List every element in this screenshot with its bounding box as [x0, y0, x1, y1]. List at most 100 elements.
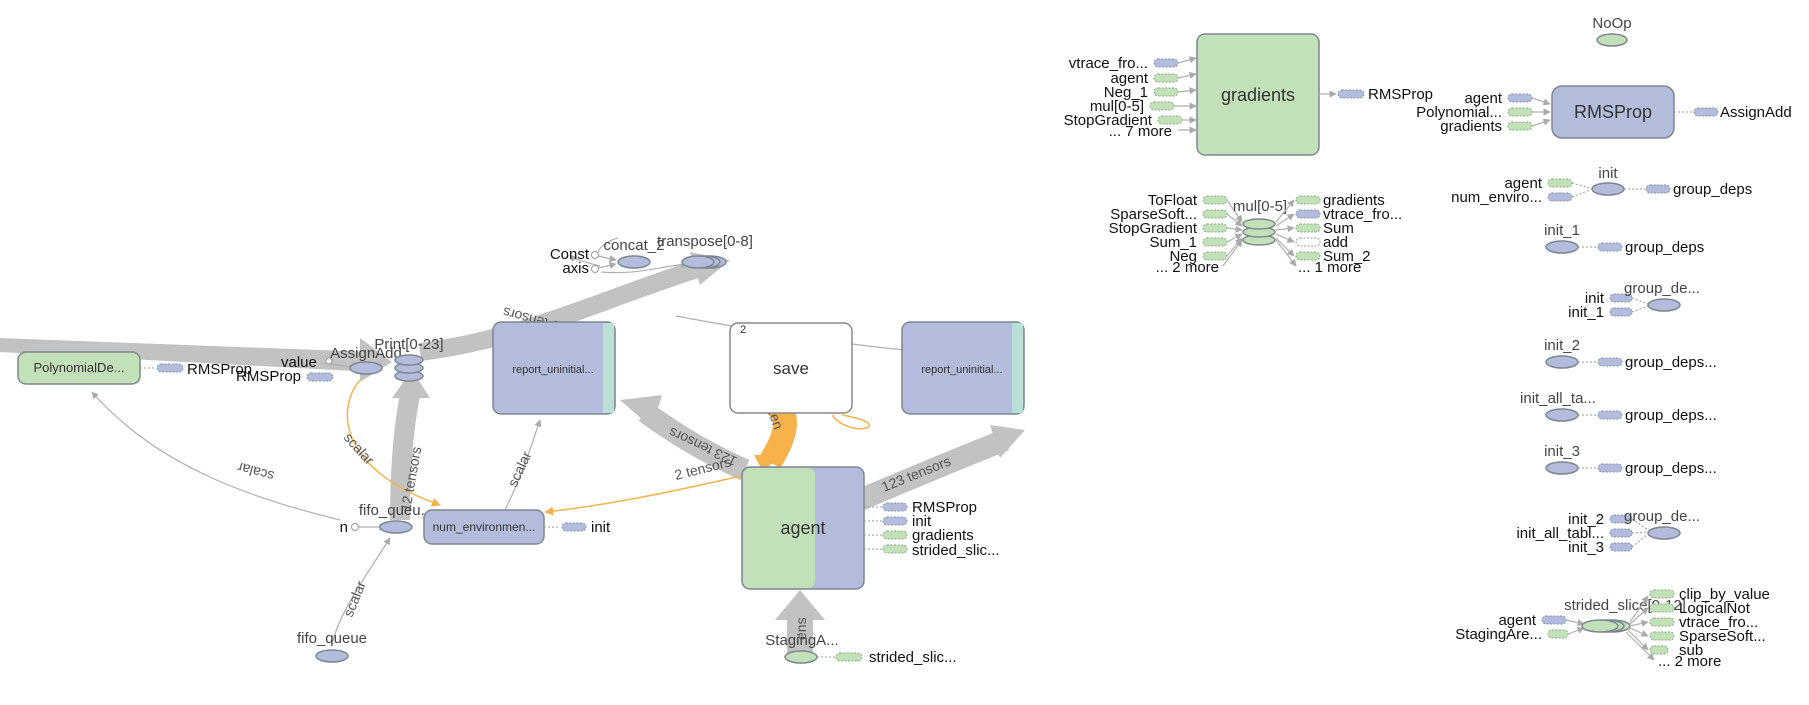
svg-text:ToFloat: ToFloat [1148, 192, 1198, 209]
node-report2-label: report_uninitial... [921, 364, 1002, 376]
svg-text:Sum: Sum [1323, 220, 1354, 237]
svg-text:init_3: init_3 [1568, 539, 1604, 556]
edge-label-scalar-report: scalar [504, 448, 534, 489]
node-group-de1[interactable]: group_de... [1624, 280, 1700, 312]
edge-label-scalar-fifo: scalar [340, 578, 369, 619]
svg-text:agent: agent [1110, 70, 1148, 87]
node-assignadd-label: AssignAdd [330, 345, 402, 362]
svg-text:StopGradient: StopGradient [1064, 112, 1153, 129]
svg-text:Neg_1: Neg_1 [1104, 84, 1148, 101]
edge-label-scalar-left: scalar [235, 459, 276, 484]
node-assignadd[interactable]: AssignAdd [330, 345, 402, 375]
svg-text:gradients: gradients [1323, 192, 1385, 209]
svg-text:... 2 more: ... 2 more [1658, 653, 1721, 670]
node-init-1[interactable]: init_1 [1544, 222, 1580, 254]
strided-inputs: agent StagingAre... [1455, 612, 1585, 643]
axis-label: axis [562, 260, 589, 277]
svg-text:strided_slic...: strided_slic... [912, 542, 1000, 559]
node-staging-label: StagingA... [765, 632, 838, 649]
mul-inputs: ToFloat SparseSoft... StopGradient Sum_1… [1109, 192, 1243, 276]
node-rmsprop[interactable]: RMSProp [1551, 85, 1675, 139]
node-strided[interactable]: strided_slice[0-12] [1564, 597, 1686, 633]
node-rmsprop-label: RMSProp [1574, 102, 1652, 122]
node-print[interactable]: Print[0-23] [374, 336, 444, 382]
node-init-3-label: init_3 [1544, 443, 1580, 460]
svg-text:RMSProp: RMSProp [912, 499, 977, 516]
init-2-output-label: group_deps... [1625, 354, 1717, 371]
agent-outputs: RMSProp init gradients strided_slic... [864, 499, 1000, 559]
n-label: n [340, 519, 348, 536]
group-de2-inputs: init_2 init_all_tabl... init_3 [1516, 511, 1649, 556]
node-init-2-label: init_2 [1544, 337, 1580, 354]
node-save-mark: 2 [740, 324, 746, 336]
node-noop[interactable]: NoOp [1592, 15, 1632, 47]
node-agent-label: agent [780, 518, 825, 538]
node-save[interactable]: 2 save [729, 322, 853, 414]
svg-text:vtrace_fro...: vtrace_fro... [1323, 206, 1402, 223]
node-num-env[interactable]: num_environmen... [423, 509, 545, 545]
node-report2[interactable]: report_uninitial... [901, 321, 1025, 415]
rmsprop-output-label: AssignAdd [1720, 104, 1792, 121]
svg-text:Neg: Neg [1169, 248, 1197, 265]
svg-text:init_1: init_1 [1568, 304, 1604, 321]
svg-text:StopGradient: StopGradient [1109, 220, 1198, 237]
value-const-dot [325, 357, 333, 365]
svg-text:agent: agent [1498, 612, 1536, 629]
init-group: agent num_enviro... [1451, 175, 1591, 206]
node-num-env-label: num_environmen... [433, 520, 536, 534]
node-fifo-queue-bottom-label: fifo_queue [297, 630, 367, 647]
svg-text:Polynomial...: Polynomial... [1416, 104, 1502, 121]
node-init[interactable]: init [1591, 165, 1625, 196]
mul-outputs: gradients vtrace_fro... Sum add Sum_2 ..… [1275, 192, 1402, 276]
edge-label-scalar-assign: scalar [341, 429, 378, 468]
node-concat[interactable]: concat_2 [604, 237, 665, 269]
node-group-de2-label: group_de... [1624, 508, 1700, 525]
rmsprop-inputs: agent Polynomial... gradients [1416, 90, 1551, 135]
node-report1[interactable]: report_uninitial... [492, 321, 616, 415]
svg-text:init_2: init_2 [1568, 511, 1604, 528]
node-polynomial[interactable]: PolynomialDe... [17, 351, 141, 385]
node-fifo-queue-top[interactable]: fifo_queu... [359, 502, 433, 534]
node-staging[interactable]: StagingA... [765, 632, 839, 664]
node-fifo-queue-top-label: fifo_queu... [359, 502, 433, 519]
node-init-all[interactable]: init_all_ta... [1520, 390, 1596, 422]
svg-text:agent: agent [1504, 175, 1542, 192]
rmsprop-in-label: RMSProp [236, 368, 301, 385]
init-all-output-label: group_deps... [1625, 407, 1717, 424]
node-init-3[interactable]: init_3 [1544, 443, 1580, 475]
svg-text:init: init [912, 513, 932, 530]
node-noop-label: NoOp [1592, 15, 1631, 32]
node-fifo-queue-bottom[interactable]: fifo_queue [297, 630, 367, 663]
svg-text:SparseSoft...: SparseSoft... [1679, 628, 1766, 645]
thin-edges [91, 237, 906, 645]
svg-text:SparseSoft...: SparseSoft... [1110, 206, 1197, 223]
svg-text:gradients: gradients [912, 527, 974, 544]
staging-out-label: strided_slic... [869, 649, 957, 666]
svg-text:init: init [1585, 290, 1605, 307]
svg-text:vtrace_fro...: vtrace_fro... [1679, 614, 1758, 631]
svg-text:agent: agent [1464, 90, 1502, 107]
svg-text:StagingAre...: StagingAre... [1455, 626, 1542, 643]
init-3-output-label: group_deps... [1625, 460, 1717, 477]
num-env-out-label: init [591, 519, 611, 536]
node-gradients-label: gradients [1221, 85, 1295, 105]
stub-rmsprop-in [306, 372, 334, 382]
node-agent[interactable]: agent [741, 466, 865, 590]
thick-edges [0, 252, 1025, 655]
svg-text:Sum_2: Sum_2 [1323, 248, 1371, 265]
svg-text:add: add [1323, 234, 1348, 251]
node-group-de1-label: group_de... [1624, 280, 1700, 297]
node-save-label: save [773, 359, 809, 378]
node-init-2[interactable]: init_2 [1544, 337, 1580, 369]
const-label: Const [550, 246, 590, 263]
node-gradients[interactable]: gradients [1196, 33, 1320, 156]
node-init-label: init [1598, 165, 1618, 182]
svg-text:clip_by_value: clip_by_value [1679, 586, 1770, 603]
node-print-label: Print[0-23] [374, 336, 443, 353]
svg-text:vtrace_fro...: vtrace_fro... [1069, 55, 1148, 72]
node-group-de2[interactable]: group_de... [1624, 508, 1700, 540]
value-label: value [281, 354, 317, 371]
node-transpose[interactable]: transpose[0-8] [657, 233, 753, 269]
node-mul[interactable]: mul[0-5] [1233, 198, 1287, 246]
